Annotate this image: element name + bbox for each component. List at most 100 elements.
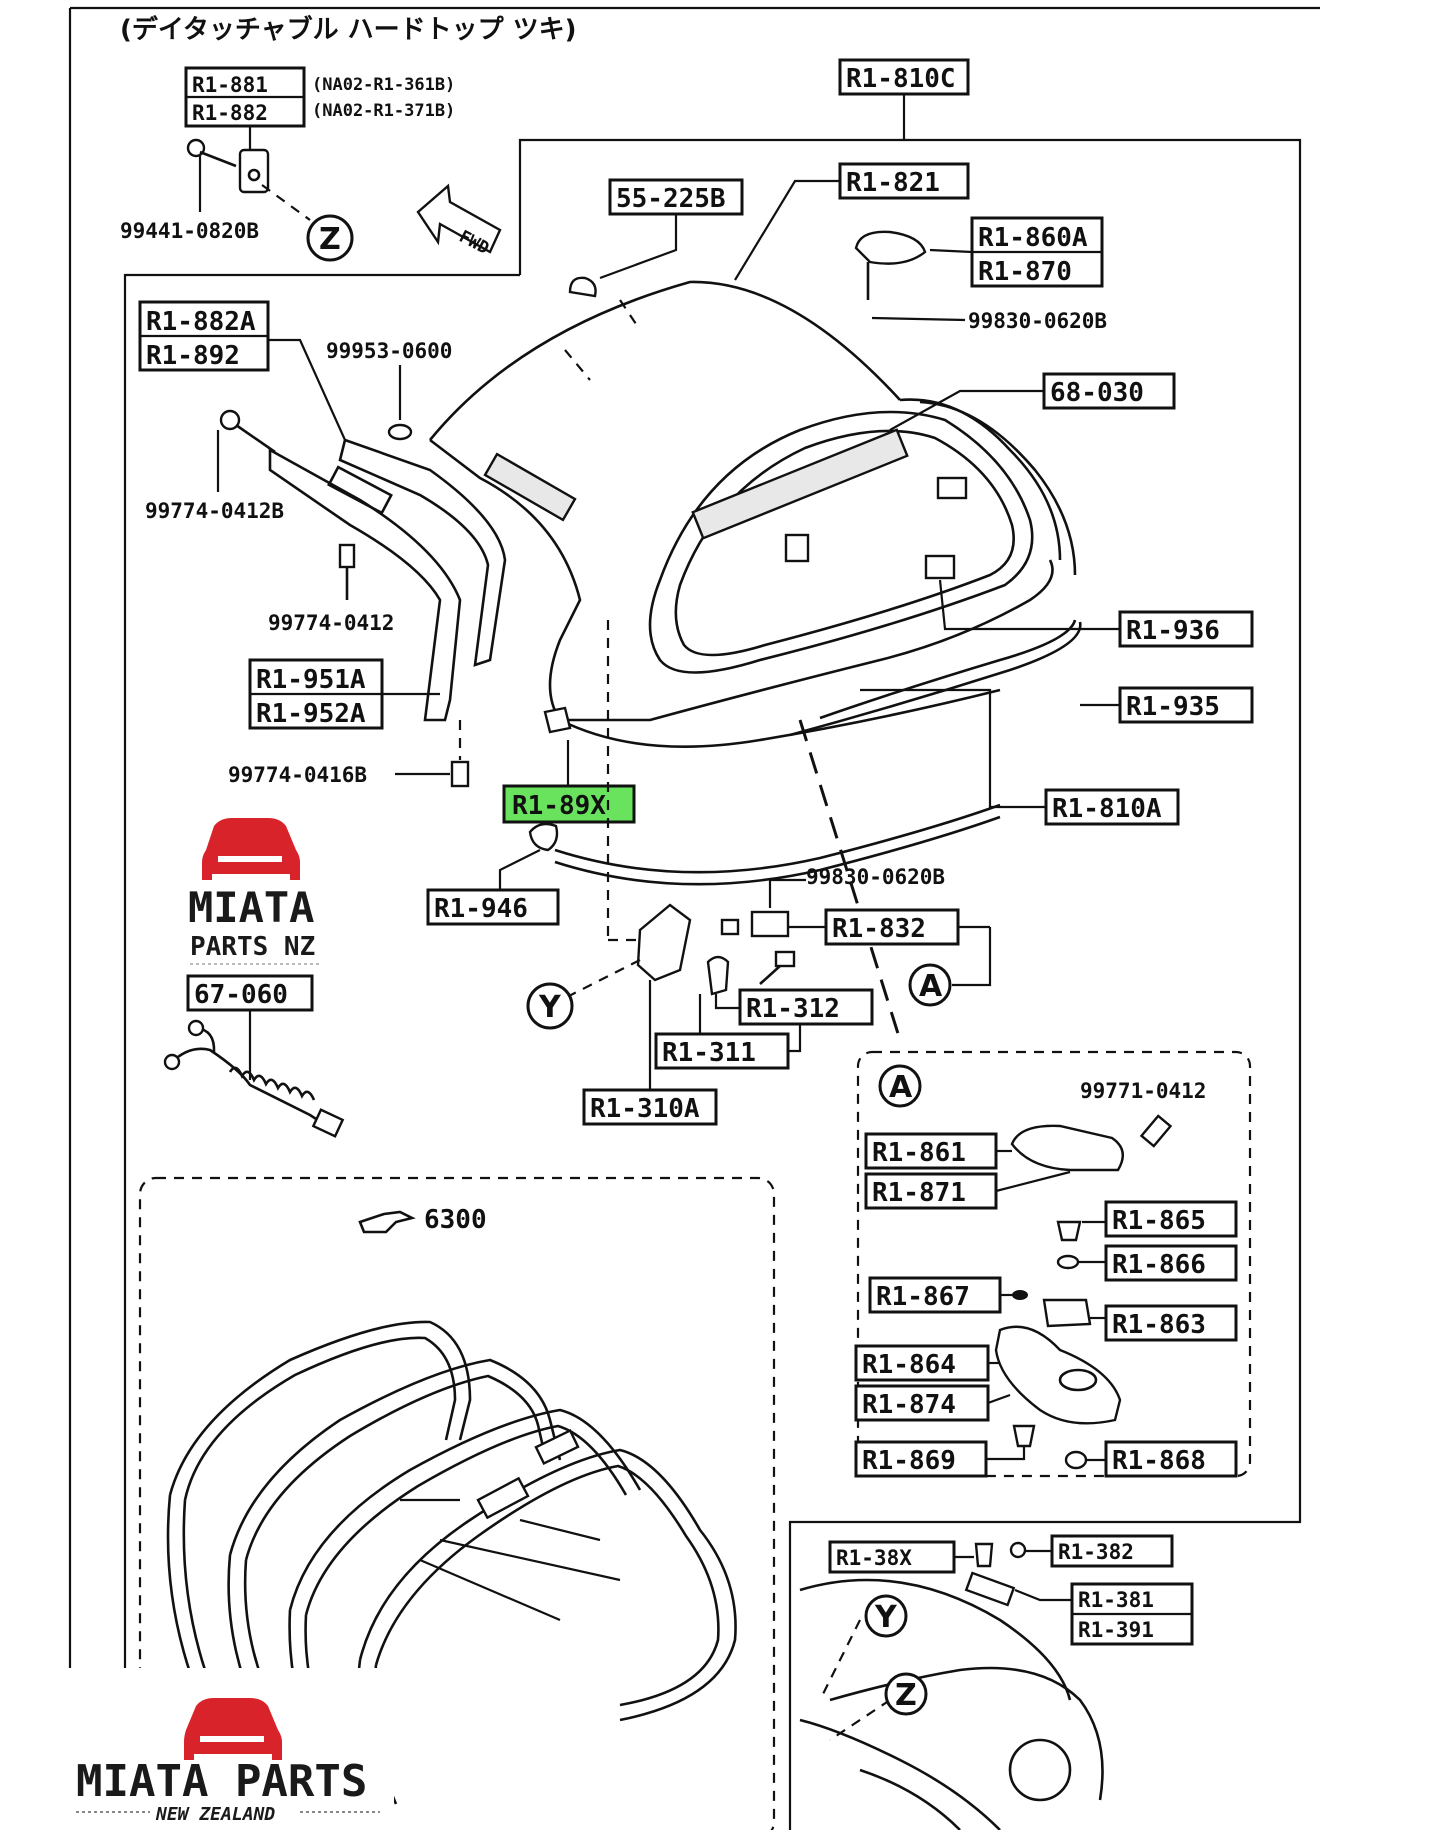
right-labels: R1-936 R1-935 R1-810A (860, 579, 1254, 826)
diagram-title: (デイタッチャブル ハードトップ ツキ) (120, 14, 577, 45)
cover-r1-861 (1010, 1124, 1124, 1172)
label-r1-874: R1-874 (862, 1390, 956, 1420)
ref-z-circle (306, 214, 354, 262)
ref-a-label: A (919, 969, 943, 1004)
label-r1-810c: R1-810C (846, 64, 956, 94)
label-r1-868: R1-868 (1112, 1446, 1206, 1476)
label-99953-0600: 99953-0600 (326, 339, 452, 363)
label-r1-865: R1-865 (1112, 1206, 1206, 1236)
bolt-r1-865 (1056, 1220, 1082, 1242)
seal-r1-89x-group: R1-89X R1-946 (426, 620, 1001, 1041)
label-r1-312: R1-312 (746, 994, 840, 1024)
label-r1-381: R1-381 (1078, 1588, 1154, 1612)
fastener-55-225b-top (568, 276, 597, 298)
ref-a-circle (908, 963, 952, 1007)
label-99771-0412: 99771-0412 (1080, 1079, 1206, 1103)
hand-pointer-icon (358, 1210, 416, 1234)
latch-cluster: 99830-0620B R1-832 A R1-312 R1-311 R1-31… (526, 865, 992, 1126)
ref-y-circle (526, 982, 574, 1030)
label-na02-371b: (NA02-R1-371B) (312, 101, 455, 121)
bolt-r1-382 (1009, 1541, 1027, 1559)
car-logo-icon (202, 818, 300, 880)
nut-99953 (387, 423, 413, 441)
label-r1-866: R1-866 (1112, 1250, 1206, 1280)
grommet-r1-867 (1012, 1290, 1028, 1300)
label-r1-882a: R1-882A (146, 307, 256, 337)
weatherstrip-r1-882a (338, 438, 507, 667)
label-68-030: 68-030 (1050, 378, 1144, 408)
car-ref-y-label: Y (874, 1600, 898, 1635)
label-99774-0412b: 99774-0412B (145, 499, 284, 523)
label-r1-821: R1-821 (846, 168, 940, 198)
label-99830-0620b-top: 99830-0620B (968, 309, 1107, 333)
bracket-r1-832 (750, 910, 790, 938)
frame-lines (68, 6, 1320, 1830)
label-99774-0416b: 99774-0416B (228, 763, 367, 787)
label-r1-946: R1-946 (434, 894, 528, 924)
logo-small: MIATA PARTS NZ (188, 818, 320, 965)
label-r1-871: R1-871 (872, 1178, 966, 1208)
label-r1-892: R1-892 (146, 341, 240, 371)
ref-z-label: Z (319, 222, 341, 257)
logo-small-line2: PARTS NZ (190, 932, 315, 962)
label-r1-861: R1-861 (872, 1138, 966, 1168)
hinge-r1-864 (994, 1325, 1122, 1425)
hardtop-top-labels: R1-810C 55-225B R1-821 R1-860A R1-870 99… (599, 58, 1176, 431)
label-67-060: 67-060 (194, 980, 288, 1010)
detail-a-box: A 99771-0412 R1-861 R1-871 R1-865 R1-866… (854, 1050, 1252, 1478)
logo-large-line1: MIATA PARTS (76, 1756, 367, 1807)
fastener-r1-946 (528, 822, 559, 852)
fastener-55-225b (784, 533, 810, 563)
label-r1-311: R1-311 (662, 1038, 756, 1068)
label-r1-810a: R1-810A (1052, 794, 1162, 824)
nut-r1-868 (1064, 1450, 1088, 1470)
screw-99771 (1139, 1114, 1173, 1148)
label-r1-881: R1-881 (192, 73, 268, 97)
car-detail-box: R1-38X R1-382 R1-381 R1-391 Y Z (788, 1500, 1302, 1830)
label-r1-864: R1-864 (862, 1350, 956, 1380)
connector-icon (311, 1108, 345, 1138)
logo-small-line1: MIATA (188, 883, 314, 932)
label-r1-382: R1-382 (1058, 1540, 1134, 1564)
label-99830-0620b-mid: 99830-0620B (806, 865, 945, 889)
hook-r1-860a (854, 230, 927, 265)
label-na02-361b: (NA02-R1-361B) (312, 75, 455, 95)
plate-r1-863 (1042, 1298, 1092, 1328)
label-r1-863: R1-863 (1112, 1310, 1206, 1340)
screw-99830-mid (720, 918, 740, 936)
highlight-r1-89x (502, 784, 636, 824)
bolt-r1-38x (974, 1542, 994, 1568)
clip-r1-936 (924, 554, 956, 580)
screw-99774-0412 (338, 543, 356, 569)
screw-r1-312 (774, 950, 796, 968)
label-55-225b-top: 55-225B (616, 184, 726, 214)
label-r1-867: R1-867 (876, 1282, 970, 1312)
car-ref-y-circle (864, 1594, 908, 1638)
label-r1-951a: R1-951A (256, 665, 366, 695)
car-logo-large-icon (184, 1698, 282, 1760)
left-weatherstrips: R1-882A R1-892 99953-0600 99774-0412B 99… (138, 300, 507, 788)
label-r1-869: R1-869 (862, 1446, 956, 1476)
clip-assembly-r1-881: R1-881 R1-882 (NA02-R1-361B) (NA02-R1-37… (120, 66, 502, 262)
pin-r1-311 (706, 955, 730, 996)
label-r1-860a: R1-860A (978, 223, 1088, 253)
washer-r1-866 (1056, 1254, 1080, 1270)
label-r1-870: R1-870 (978, 257, 1072, 287)
logo-large-line2: NEW ZEALAND (155, 1804, 275, 1825)
screw-99774-0416b (450, 760, 470, 788)
weatherstrip-r1-951a (268, 447, 462, 722)
bracket-top (936, 476, 968, 500)
label-r1-882: R1-882 (192, 101, 268, 125)
label-r1-38x: R1-38X (836, 1546, 912, 1570)
label-r1-935: R1-935 (1126, 692, 1220, 722)
label-r1-391: R1-391 (1078, 1618, 1154, 1642)
bolt-r1-869 (1012, 1424, 1036, 1448)
label-r1-832: R1-832 (832, 914, 926, 944)
hardtop-shell (428, 276, 1082, 737)
label-r1-936: R1-936 (1126, 616, 1220, 646)
fwd-arrow-icon: FWD (416, 183, 502, 259)
label-r1-310a: R1-310A (590, 1094, 700, 1124)
car-ref-z-circle (884, 1672, 928, 1716)
ref-y-label: Y (538, 990, 562, 1025)
